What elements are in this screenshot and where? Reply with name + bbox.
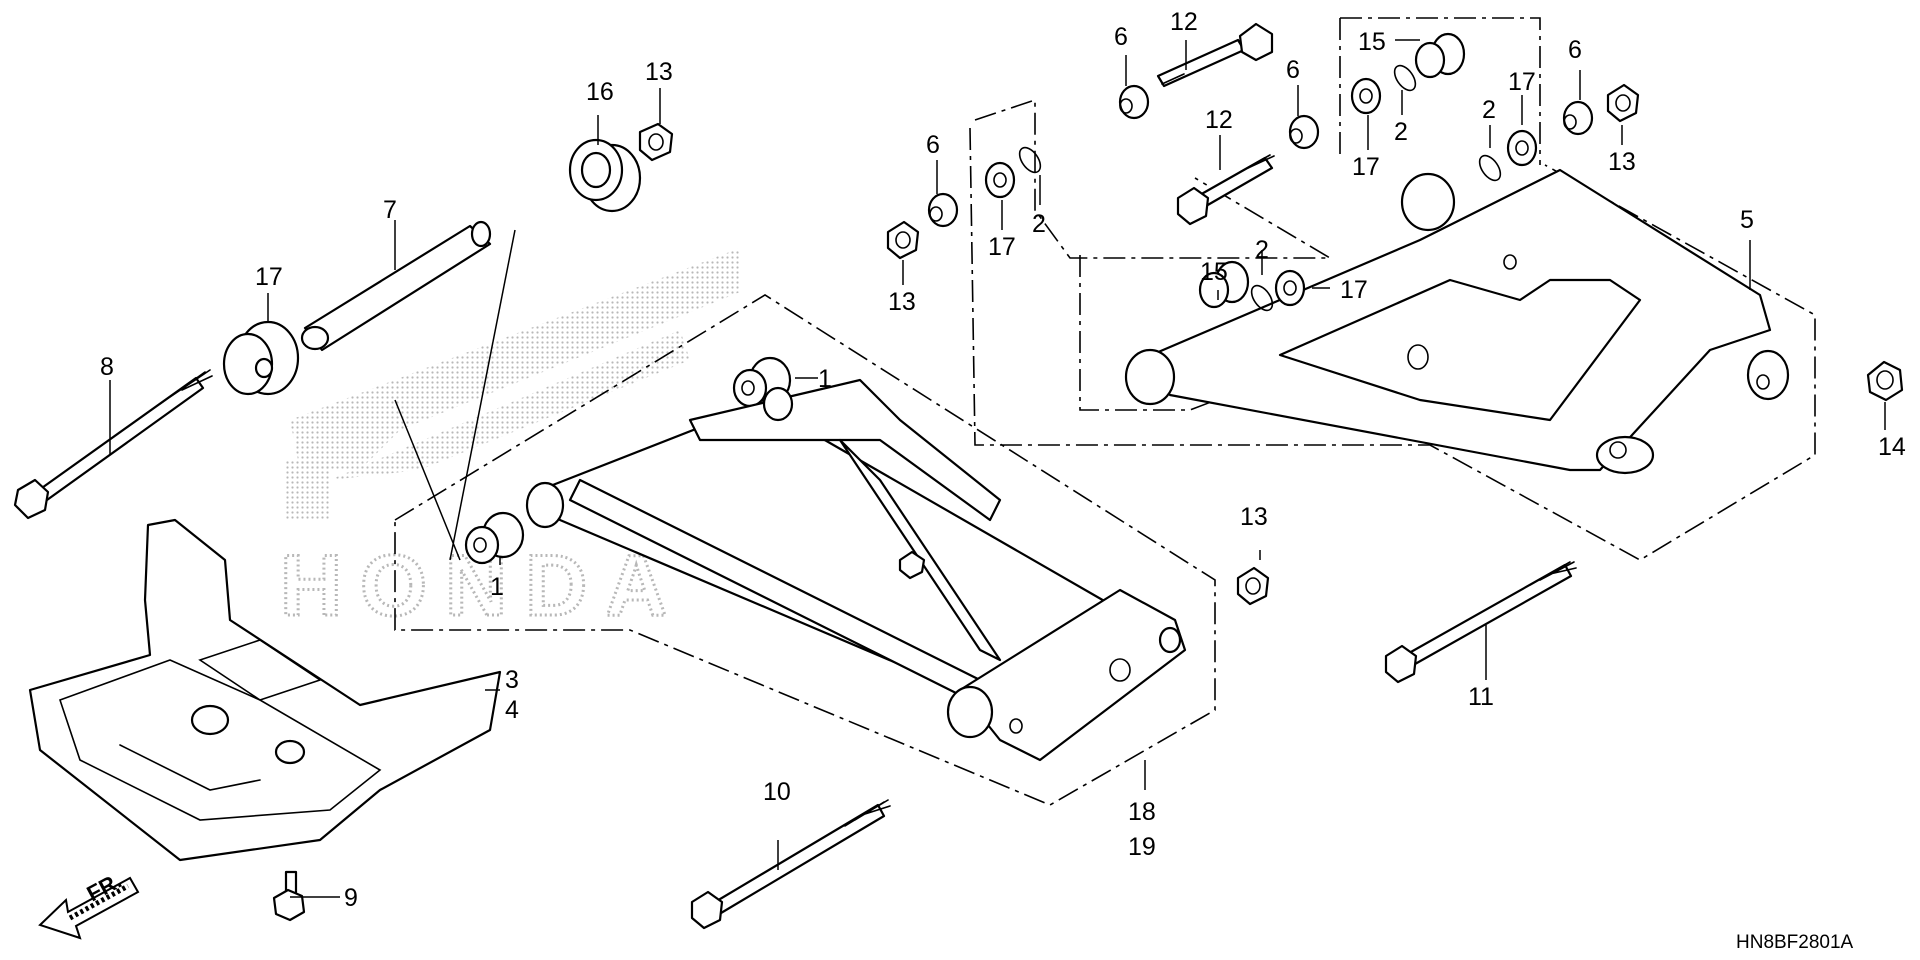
bushing-15-top — [1414, 32, 1466, 79]
washer-6-c — [927, 192, 959, 228]
callout-8: 8 — [100, 353, 114, 381]
washer-6-b — [1288, 114, 1320, 150]
nut-13-upper-left — [886, 220, 920, 260]
callout-18: 18 — [1128, 798, 1156, 826]
callout-12-top: 12 — [1170, 8, 1198, 36]
front-arrow-icon: FR. — [38, 868, 140, 940]
callout-3: 3 — [505, 666, 519, 694]
bushing-16-top — [568, 138, 642, 213]
callout-15-bottom: 15 — [1200, 258, 1228, 286]
callout-6-d: 6 — [1568, 36, 1582, 64]
callout-17-b: 17 — [988, 233, 1016, 261]
bushing-16-left — [222, 320, 300, 396]
callout-1-bottom: 1 — [490, 573, 504, 601]
tube-7 — [300, 220, 492, 352]
callout-7: 7 — [383, 196, 397, 224]
callout-labels: 16 13 7 17 8 1 1 3 4 9 10 18 19 13 11 5 … — [100, 8, 1906, 912]
bolt-12-middle — [1176, 154, 1275, 226]
callout-2-d: 2 — [1255, 236, 1269, 264]
callout-5: 5 — [1740, 206, 1754, 234]
leader-lines — [109, 39, 1886, 898]
nut-13-top-left — [638, 122, 674, 162]
callout-16-left: 17 — [255, 263, 283, 291]
callout-6-a: 6 — [1114, 23, 1128, 51]
callout-17-c: 17 — [1508, 68, 1536, 96]
callout-13-top: 13 — [645, 58, 673, 86]
callout-17-d: 17 — [1340, 276, 1368, 304]
nut-13-upper-right — [1606, 83, 1640, 123]
assembly-outlines — [394, 17, 1816, 806]
bolt-11 — [1384, 561, 1577, 684]
upper-arm-5 — [1124, 168, 1790, 475]
rear-swingarm-18-19 — [525, 378, 1187, 762]
nut-14 — [1866, 360, 1904, 402]
callout-2-b: 2 — [1032, 210, 1046, 238]
callout-17-a: 17 — [1352, 153, 1380, 181]
callout-13-middle: 13 — [1240, 503, 1268, 531]
skid-plate-3-4 — [28, 518, 502, 862]
callout-19: 19 — [1128, 833, 1156, 861]
callout-13-upper-right: 13 — [1608, 148, 1636, 176]
callout-14: 14 — [1878, 433, 1906, 461]
callout-15-top: 15 — [1358, 28, 1386, 56]
callout-6-c: 6 — [926, 131, 940, 159]
seals-17 — [984, 77, 1538, 307]
callout-9: 9 — [344, 884, 358, 912]
callout-6-b: 6 — [1286, 56, 1300, 84]
nut-13-middle — [1236, 566, 1270, 606]
callout-10: 10 — [763, 778, 791, 806]
callout-2-c: 2 — [1482, 96, 1496, 124]
collar-1-bottom — [464, 511, 525, 565]
honda-wing-watermark: HONDA — [279, 248, 740, 636]
washer-6-a — [1118, 84, 1150, 120]
bolt-10 — [690, 799, 891, 930]
callout-4: 4 — [505, 696, 519, 724]
callout-16-top: 16 — [586, 78, 614, 106]
diagram-code: HN8BF2801A — [1736, 932, 1854, 953]
callout-13-upper-left: 13 — [888, 288, 916, 316]
bolt-9 — [272, 870, 306, 922]
bolt-12-top — [1156, 22, 1274, 88]
callout-11: 11 — [1468, 683, 1494, 711]
callout-1-top: 1 — [818, 365, 832, 393]
bushing-15-bottom — [1198, 260, 1250, 309]
bolt-8 — [13, 369, 213, 520]
callout-12-middle: 12 — [1205, 106, 1233, 134]
callout-2-a: 2 — [1394, 118, 1408, 146]
rings-2 — [1018, 64, 1502, 312]
washer-6-d — [1562, 100, 1594, 136]
